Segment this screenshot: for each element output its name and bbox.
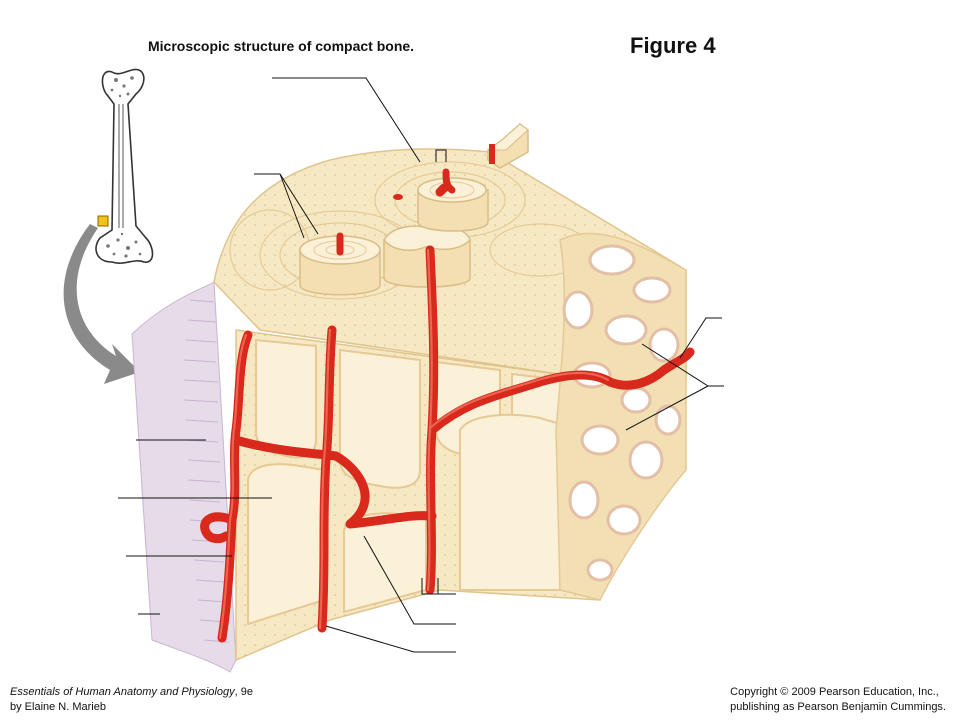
leader-line-top bbox=[272, 77, 421, 163]
leader-lines bbox=[118, 77, 724, 653]
copyright-notice: Copyright © 2009 Pearson Education, Inc.… bbox=[730, 685, 946, 715]
leader-line-bottom-2 bbox=[363, 535, 456, 625]
book-author: by Elaine N. Marieb bbox=[10, 701, 106, 713]
book-title: Essentials of Human Anatomy and Physiolo… bbox=[10, 686, 235, 698]
blood-vessels bbox=[200, 144, 695, 643]
spongy-bone bbox=[555, 232, 687, 601]
leader-bracket-top bbox=[435, 149, 447, 162]
magnify-arrow bbox=[63, 224, 141, 384]
sample-region-marker bbox=[97, 215, 109, 227]
book-edition: , 9e bbox=[234, 686, 253, 698]
figure-label: Figure 4 bbox=[630, 33, 716, 58]
publisher-line: publishing as Pearson Benjamin Cummings. bbox=[730, 701, 946, 713]
leader-line-bottom-1 bbox=[421, 578, 456, 595]
figure-title: Microscopic structure of compact bone. bbox=[148, 38, 415, 54]
leader-line-right-top bbox=[679, 317, 722, 359]
book-credit: Essentials of Human Anatomy and Physiolo… bbox=[10, 685, 253, 715]
copyright-line: Copyright © 2009 Pearson Education, Inc.… bbox=[730, 686, 939, 698]
leader-line-bottom-3 bbox=[325, 625, 456, 653]
long-bone-thumbnail bbox=[95, 68, 154, 264]
